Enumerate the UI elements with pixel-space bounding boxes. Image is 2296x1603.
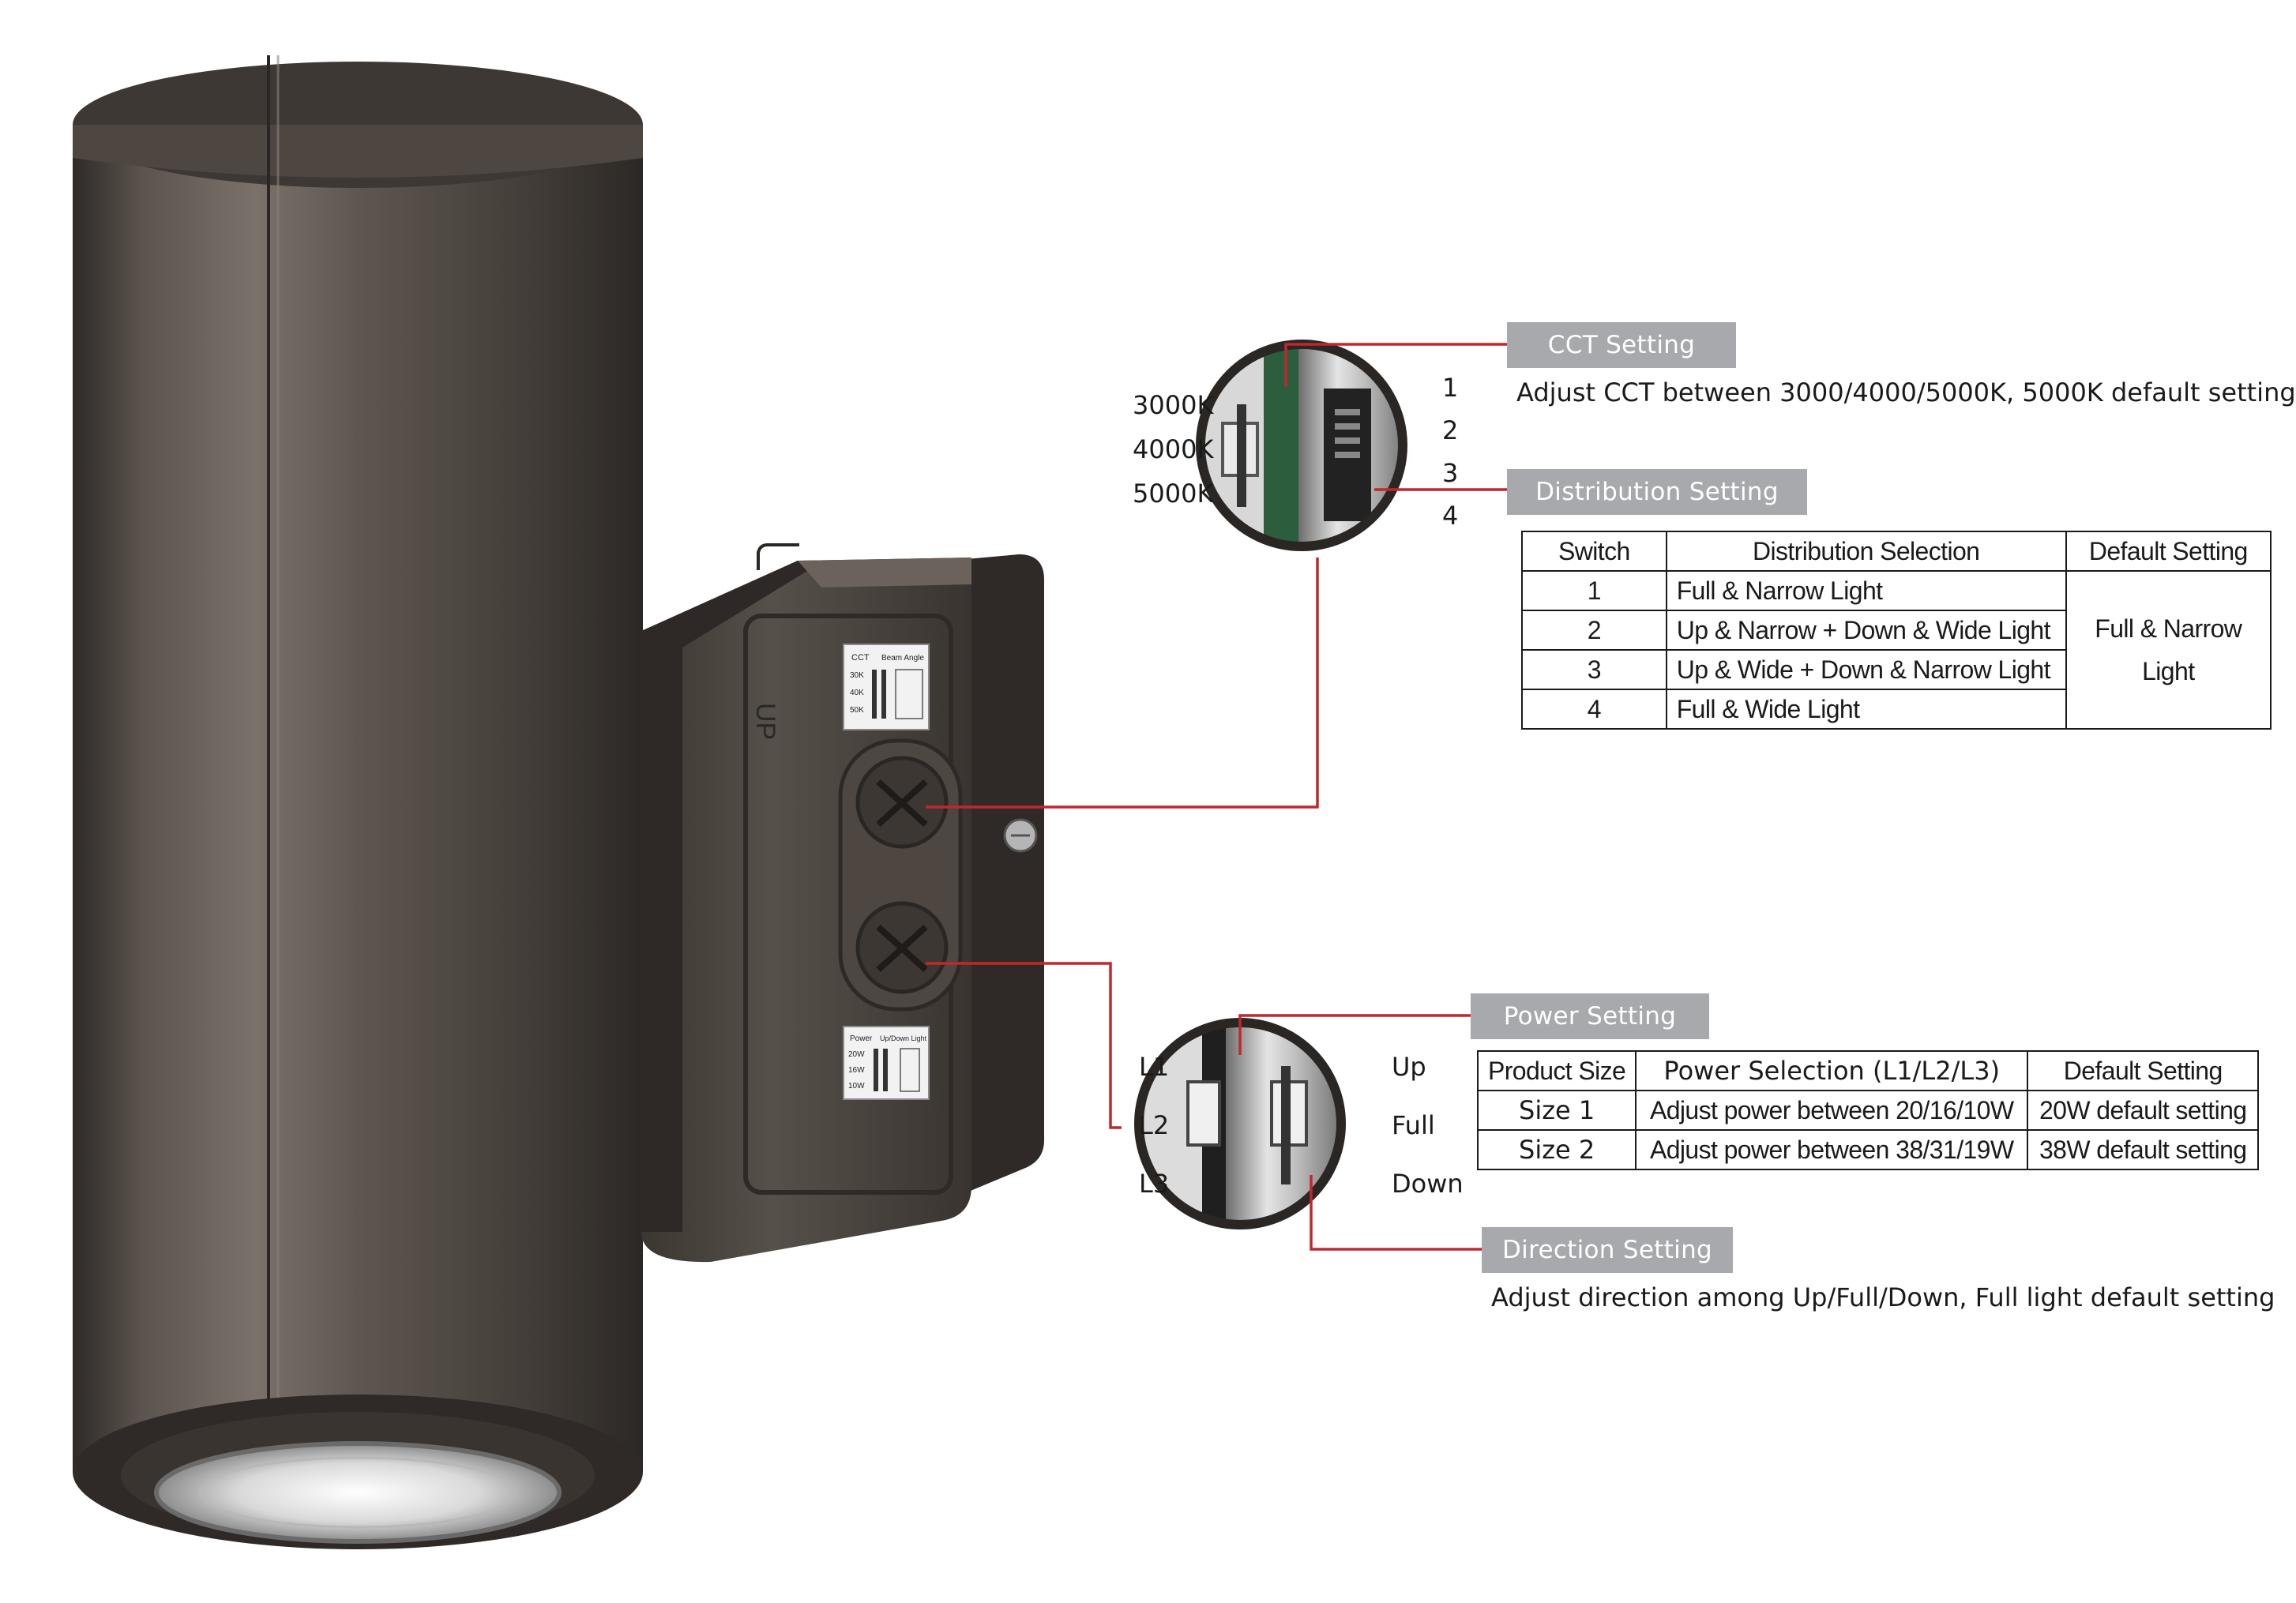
- distribution-setting-tag: Distribution Setting: [1507, 469, 1807, 515]
- cct-setting-tag: CCT Setting: [1507, 322, 1736, 368]
- table-row: Size 1 Adjust power between 20/16/10W 20…: [1476, 1090, 2260, 1131]
- size-cell: Size 2: [1476, 1129, 1637, 1170]
- svg-text:16W: 16W: [848, 1066, 865, 1075]
- header-switch: Switch: [1521, 531, 1667, 572]
- svg-text:40K: 40K: [850, 689, 864, 697]
- switch-number-2: 2: [1442, 415, 1459, 445]
- svg-text:Up/Down Light: Up/Down Light: [880, 1034, 927, 1042]
- svg-text:50K: 50K: [850, 706, 864, 715]
- switch-cell: 4: [1521, 689, 1667, 730]
- cct-sticker: CCT Beam Angle 30K 40K 50K: [843, 644, 930, 730]
- svg-text:CCT: CCT: [851, 653, 870, 663]
- svg-text:20W: 20W: [848, 1050, 865, 1059]
- default-cell: 20W default setting: [2027, 1090, 2260, 1131]
- power-plug-icon: [855, 901, 949, 994]
- distribution-cell: Up & Narrow + Down & Wide Light: [1665, 610, 2067, 651]
- table-row: 1 Full & Narrow Light Full & Narrow Ligh…: [1521, 570, 2272, 730]
- table-row: 4 Full & Wide Light: [1521, 689, 2271, 730]
- direction-setting-tag: Direction Setting: [1482, 1227, 1733, 1273]
- switch-number-1: 1: [1442, 373, 1459, 403]
- direction-option-down: Down: [1392, 1169, 1464, 1199]
- power-cell: Adjust power between 20/16/10W: [1635, 1090, 2029, 1131]
- table-header-row: Switch Distribution Selection Default Se…: [1521, 531, 2272, 572]
- power-setting-tag: Power Setting: [1471, 993, 1709, 1039]
- header-distribution-selection: Distribution Selection: [1665, 531, 2067, 572]
- distribution-cell: Full & Wide Light: [1665, 689, 2067, 730]
- svg-text:10W: 10W: [848, 1082, 865, 1091]
- power-cell: Adjust power between 38/31/19W: [1635, 1129, 2029, 1170]
- distribution-cell: Full & Narrow Light: [1665, 570, 2067, 611]
- switch-cell: 3: [1521, 649, 1667, 690]
- switch-cell: 2: [1521, 610, 1667, 651]
- header-power-selection: Power Selection (L1/L2/L3): [1635, 1050, 2029, 1091]
- direction-option-up: Up: [1392, 1052, 1426, 1082]
- header-default-setting: Default Setting: [2027, 1050, 2260, 1091]
- distribution-cell: Up & Wide + Down & Narrow Light: [1665, 649, 2067, 690]
- svg-text:Power: Power: [850, 1034, 873, 1043]
- power-level-l3: L3: [1139, 1169, 1170, 1199]
- table-row: 2 Up & Narrow + Down & Wide Light: [1521, 610, 2271, 651]
- switch-number-4: 4: [1442, 501, 1459, 531]
- default-line-1: Full & Narrow: [2095, 614, 2242, 643]
- cct-option-5000k: 5000K: [1133, 479, 1214, 509]
- power-table: Product Size Power Selection (L1/L2/L3) …: [1476, 1050, 2260, 1170]
- svg-text:Beam Angle: Beam Angle: [881, 654, 924, 663]
- power-zoom-icon: [1134, 1018, 1346, 1229]
- cct-option-4000k: 4000K: [1133, 434, 1214, 464]
- direction-description: Adjust direction among Up/Full/Down, Ful…: [1491, 1282, 2275, 1312]
- power-level-l1: L1: [1139, 1052, 1170, 1082]
- lens-icon: [154, 1441, 562, 1544]
- size-cell: Size 1: [1476, 1090, 1637, 1131]
- header-product-size: Product Size: [1476, 1050, 1637, 1091]
- default-cell: Full & Narrow Light: [2065, 570, 2272, 730]
- power-level-l2: L2: [1139, 1110, 1170, 1140]
- screw-icon: [1003, 818, 1038, 853]
- default-cell: 38W default setting: [2027, 1129, 2260, 1170]
- power-sticker: Power Up/Down Light 20W 16W 10W: [843, 1026, 930, 1100]
- direction-option-full: Full: [1392, 1110, 1435, 1140]
- cct-option-3000k: 3000K: [1133, 390, 1214, 420]
- distribution-table: Switch Distribution Selection Default Se…: [1521, 531, 2272, 730]
- default-line-2: Light: [2142, 657, 2195, 685]
- switch-cell: 1: [1521, 570, 1667, 611]
- leader-lines: [926, 343, 1507, 1251]
- table-header-row: Product Size Power Selection (L1/L2/L3) …: [1476, 1050, 2260, 1091]
- up-mark: UP: [750, 703, 780, 740]
- cct-plug-icon: [855, 756, 949, 849]
- header-default-setting: Default Setting: [2065, 531, 2272, 572]
- switch-number-3: 3: [1442, 458, 1459, 488]
- svg-text:30K: 30K: [850, 671, 864, 680]
- cct-zoom-icon: [1196, 340, 1407, 551]
- table-row: 3 Up & Wide + Down & Narrow Light: [1521, 649, 2271, 690]
- table-row: Size 2 Adjust power between 38/31/19W 38…: [1476, 1129, 2260, 1170]
- fixture-cylinder: [73, 55, 643, 1549]
- cct-description: Adjust CCT between 3000/4000/5000K, 5000…: [1516, 377, 2296, 407]
